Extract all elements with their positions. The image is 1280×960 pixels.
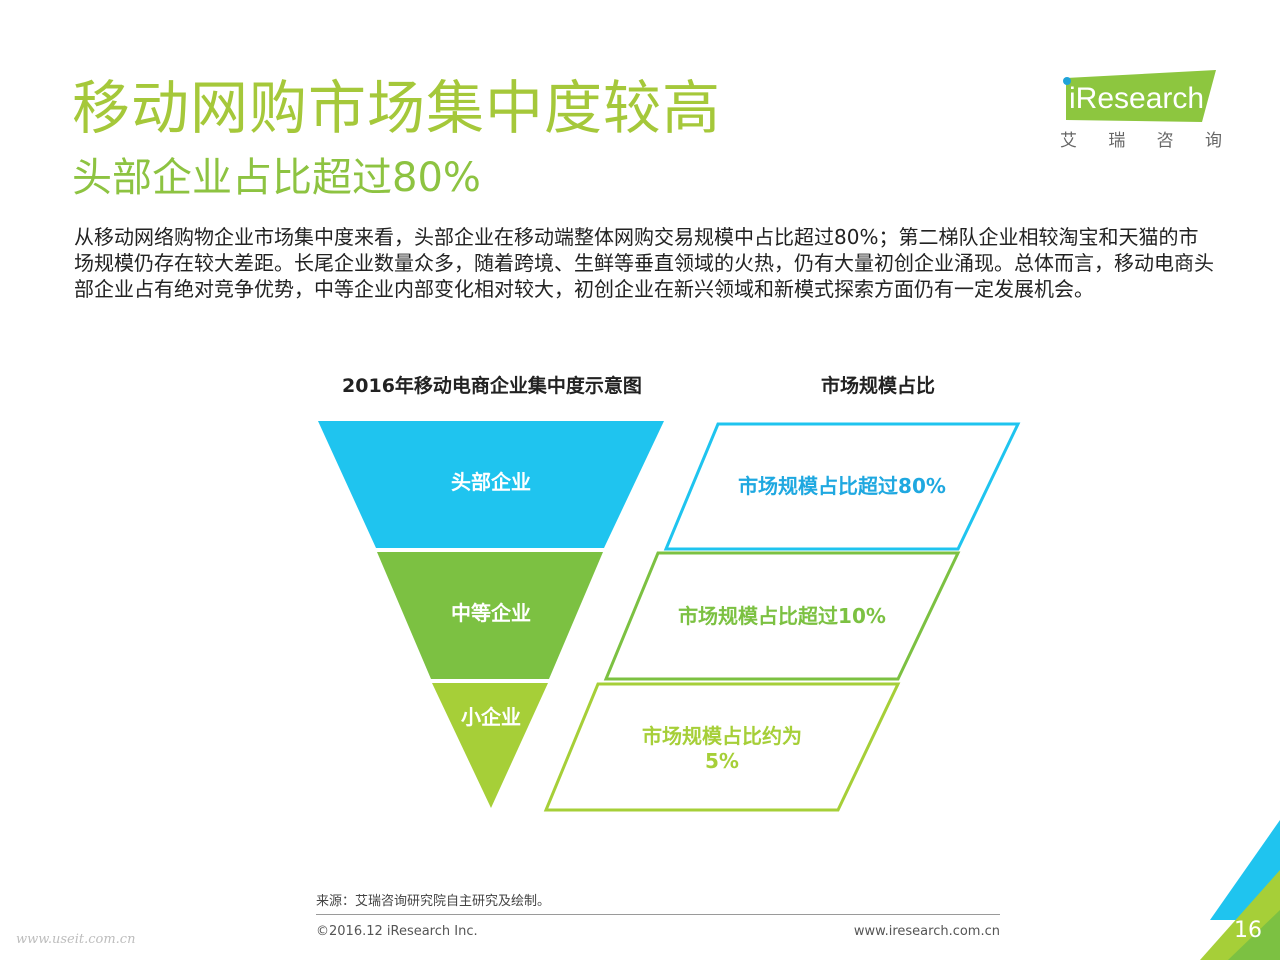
watermark-text: www.useit.com.cn bbox=[16, 932, 136, 947]
left-diagram-title: 2016年移动电商企业集中度示意图 bbox=[342, 374, 642, 397]
logo-char: 瑞 bbox=[1108, 131, 1126, 151]
funnel-tier-bottom bbox=[432, 683, 548, 808]
right-diagram-title: 市场规模占比 bbox=[821, 374, 935, 397]
svg-text:iResearch: iResearch bbox=[1069, 82, 1204, 115]
logo-char: 询 bbox=[1204, 131, 1222, 151]
description-paragraph: 从移动网络购物企业市场集中度来看，头部企业在移动端整体网购交易规模中占比超过80… bbox=[74, 225, 1214, 301]
corner-decoration bbox=[1200, 820, 1280, 960]
page-title: 移动网购市场集中度较高 bbox=[72, 74, 722, 142]
funnel-tier-top bbox=[318, 421, 664, 548]
share-text-middle: 市场规模占比超过10% bbox=[678, 604, 886, 628]
funnel-label-head: 头部企业 bbox=[451, 470, 531, 494]
iresearch-logo: iResearch bbox=[1063, 70, 1216, 122]
logo-char: 咨 bbox=[1156, 131, 1174, 151]
page-subtitle: 头部企业占比超过80% bbox=[72, 155, 481, 201]
share-text-small-line1: 市场规模占比约为 bbox=[642, 724, 802, 748]
logo-char: 艾 bbox=[1060, 131, 1077, 151]
funnel-label-middle: 中等企业 bbox=[451, 601, 531, 625]
share-box-small bbox=[543, 682, 901, 812]
share-box-head bbox=[663, 422, 1021, 551]
share-text-head: 市场规模占比超过80% bbox=[738, 474, 946, 498]
funnel-label-small: 小企业 bbox=[461, 705, 521, 729]
logo-chinese-name: 艾 瑞 咨 询 bbox=[1060, 126, 1222, 151]
footer-divider bbox=[316, 914, 1000, 915]
copyright-text: ©2016.12 iResearch Inc. bbox=[316, 924, 478, 939]
funnel-tier-middle bbox=[377, 552, 603, 679]
website-url: www.iresearch.com.cn bbox=[853, 924, 1000, 939]
page-number: 16 bbox=[1234, 918, 1262, 943]
share-box-middle bbox=[603, 551, 961, 681]
share-text-small-line2: 5% bbox=[705, 749, 739, 773]
source-note: 来源：艾瑞咨询研究院自主研究及绘制。 bbox=[316, 894, 551, 909]
